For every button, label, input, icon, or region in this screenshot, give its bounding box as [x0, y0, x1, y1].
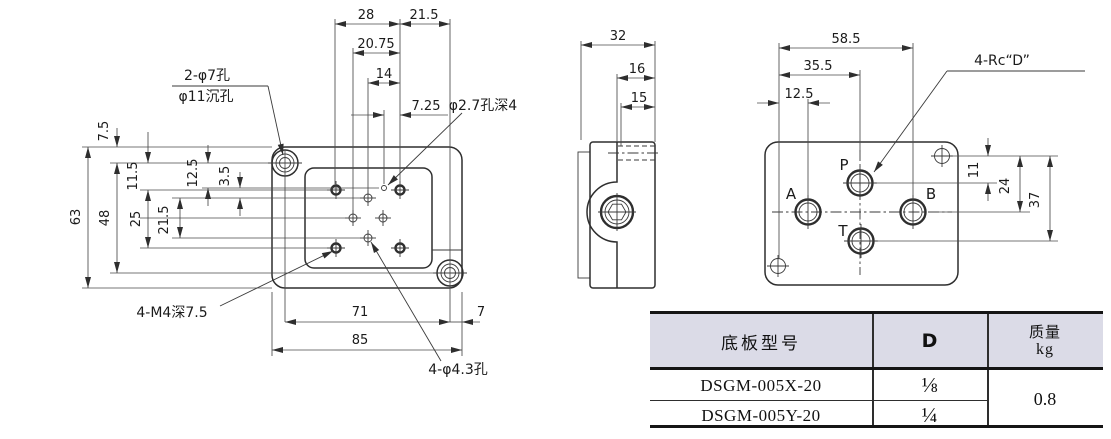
header-model: 底板型号: [721, 333, 801, 354]
dim-front-3-5: 3.5: [218, 166, 233, 187]
header-mass: 质量 kg: [987, 314, 1103, 368]
dim-front-12-5: 12.5: [186, 159, 201, 188]
row2-d: ¼: [921, 403, 938, 427]
label-tapped-holes: 4-M4深7.5: [136, 305, 207, 321]
side-socket-hole: [598, 193, 636, 231]
back-rc-label: 4-Rc“D”: [873, 53, 1085, 173]
side-view-outline: [577, 141, 660, 289]
dim-front-25: 25: [129, 211, 144, 228]
header-mass-line1: 质量: [1028, 323, 1061, 341]
dim-back-58-5: 58.5: [832, 32, 861, 47]
front-hole-labels: 2-φ7孔 φ11沉孔 φ2.7孔深4 4-M4深7.5 4-φ4.3孔: [136, 68, 517, 378]
back-dimension-lines: [757, 45, 1053, 241]
back-port-letters: P A B T: [786, 156, 936, 240]
label-through-holes: 4-φ4.3孔: [428, 362, 487, 378]
dim-front-85: 85: [352, 333, 369, 348]
label-pin-hole: φ2.7孔深4: [449, 98, 517, 114]
row2-model: DSGM-005Y-20: [701, 405, 821, 425]
port-label-t: T: [837, 222, 848, 240]
dim-side-16: 16: [629, 62, 646, 77]
dim-front-48: 48: [98, 210, 113, 227]
row1-d: ⅛: [921, 373, 938, 397]
dim-back-35-5: 35.5: [804, 59, 833, 74]
dim-front-71: 71: [352, 305, 369, 320]
dim-back-37: 37: [1028, 192, 1043, 209]
back-view: P A B T 4-Rc“D”: [757, 32, 1085, 286]
dim-back-24: 24: [998, 178, 1013, 195]
label-counterbore-line1: 2-φ7孔: [184, 68, 230, 84]
row1-model: DSGM-005X-20: [700, 375, 822, 395]
dim-front-11-5: 11.5: [126, 162, 141, 191]
side-view: 32 16 15: [577, 29, 660, 289]
mass-value: 0.8: [1033, 389, 1057, 409]
front-dimension-texts: 28 21.5 20.75 14 7.25 63 7.5 48 11.5 25 …: [69, 8, 485, 348]
port-label-b: B: [926, 185, 936, 203]
side-dimension-lines: [580, 41, 656, 146]
table-divider-2: [987, 314, 989, 425]
dim-side-15: 15: [631, 91, 648, 106]
dim-side-32: 32: [610, 29, 627, 44]
dim-front-21-5-left: 21.5: [157, 206, 172, 235]
dim-front-7-25: 7.25: [412, 99, 441, 114]
back-view-outline: [764, 141, 959, 286]
table-divider-1: [872, 314, 874, 425]
dim-front-28: 28: [358, 8, 375, 23]
table-row-separator: [650, 400, 988, 402]
label-rc-d: 4-Rc“D”: [974, 53, 1030, 69]
dim-front-7-5: 7.5: [97, 121, 112, 142]
port-label-a: A: [786, 185, 797, 203]
back-dimension-texts: 58.5 35.5 12.5 11 24 37: [785, 32, 1043, 208]
dim-front-63: 63: [69, 209, 84, 226]
header-mass-line2: kg: [1035, 341, 1054, 358]
dim-front-14: 14: [376, 67, 393, 82]
header-d: D: [921, 330, 938, 352]
spec-table-header-row: [650, 314, 1103, 368]
dim-front-21-5-top: 21.5: [410, 8, 439, 23]
table-header-separator: [650, 367, 1103, 370]
label-counterbore-line2: φ11沉孔: [178, 89, 233, 105]
back-ports: [767, 145, 953, 277]
spec-table: 底板型号 D 质量 kg DSGM-005X-20 ⅛ DSGM-005Y-20…: [650, 311, 1103, 428]
front-view: 28 21.5 20.75 14 7.25 63 7.5 48 11.5 25 …: [69, 8, 517, 378]
dim-back-11: 11: [967, 162, 982, 179]
port-label-p: P: [839, 156, 848, 174]
dim-front-20-75: 20.75: [357, 37, 394, 52]
front-through-holes: [345, 185, 391, 246]
dim-back-12-5: 12.5: [785, 87, 814, 102]
dim-front-7: 7: [477, 305, 485, 320]
back-extension-lines: [778, 43, 1058, 258]
front-dimension-lines: [85, 21, 480, 353]
side-dimension-texts: 32 16 15: [610, 29, 648, 106]
front-leader-lines: [172, 85, 463, 362]
